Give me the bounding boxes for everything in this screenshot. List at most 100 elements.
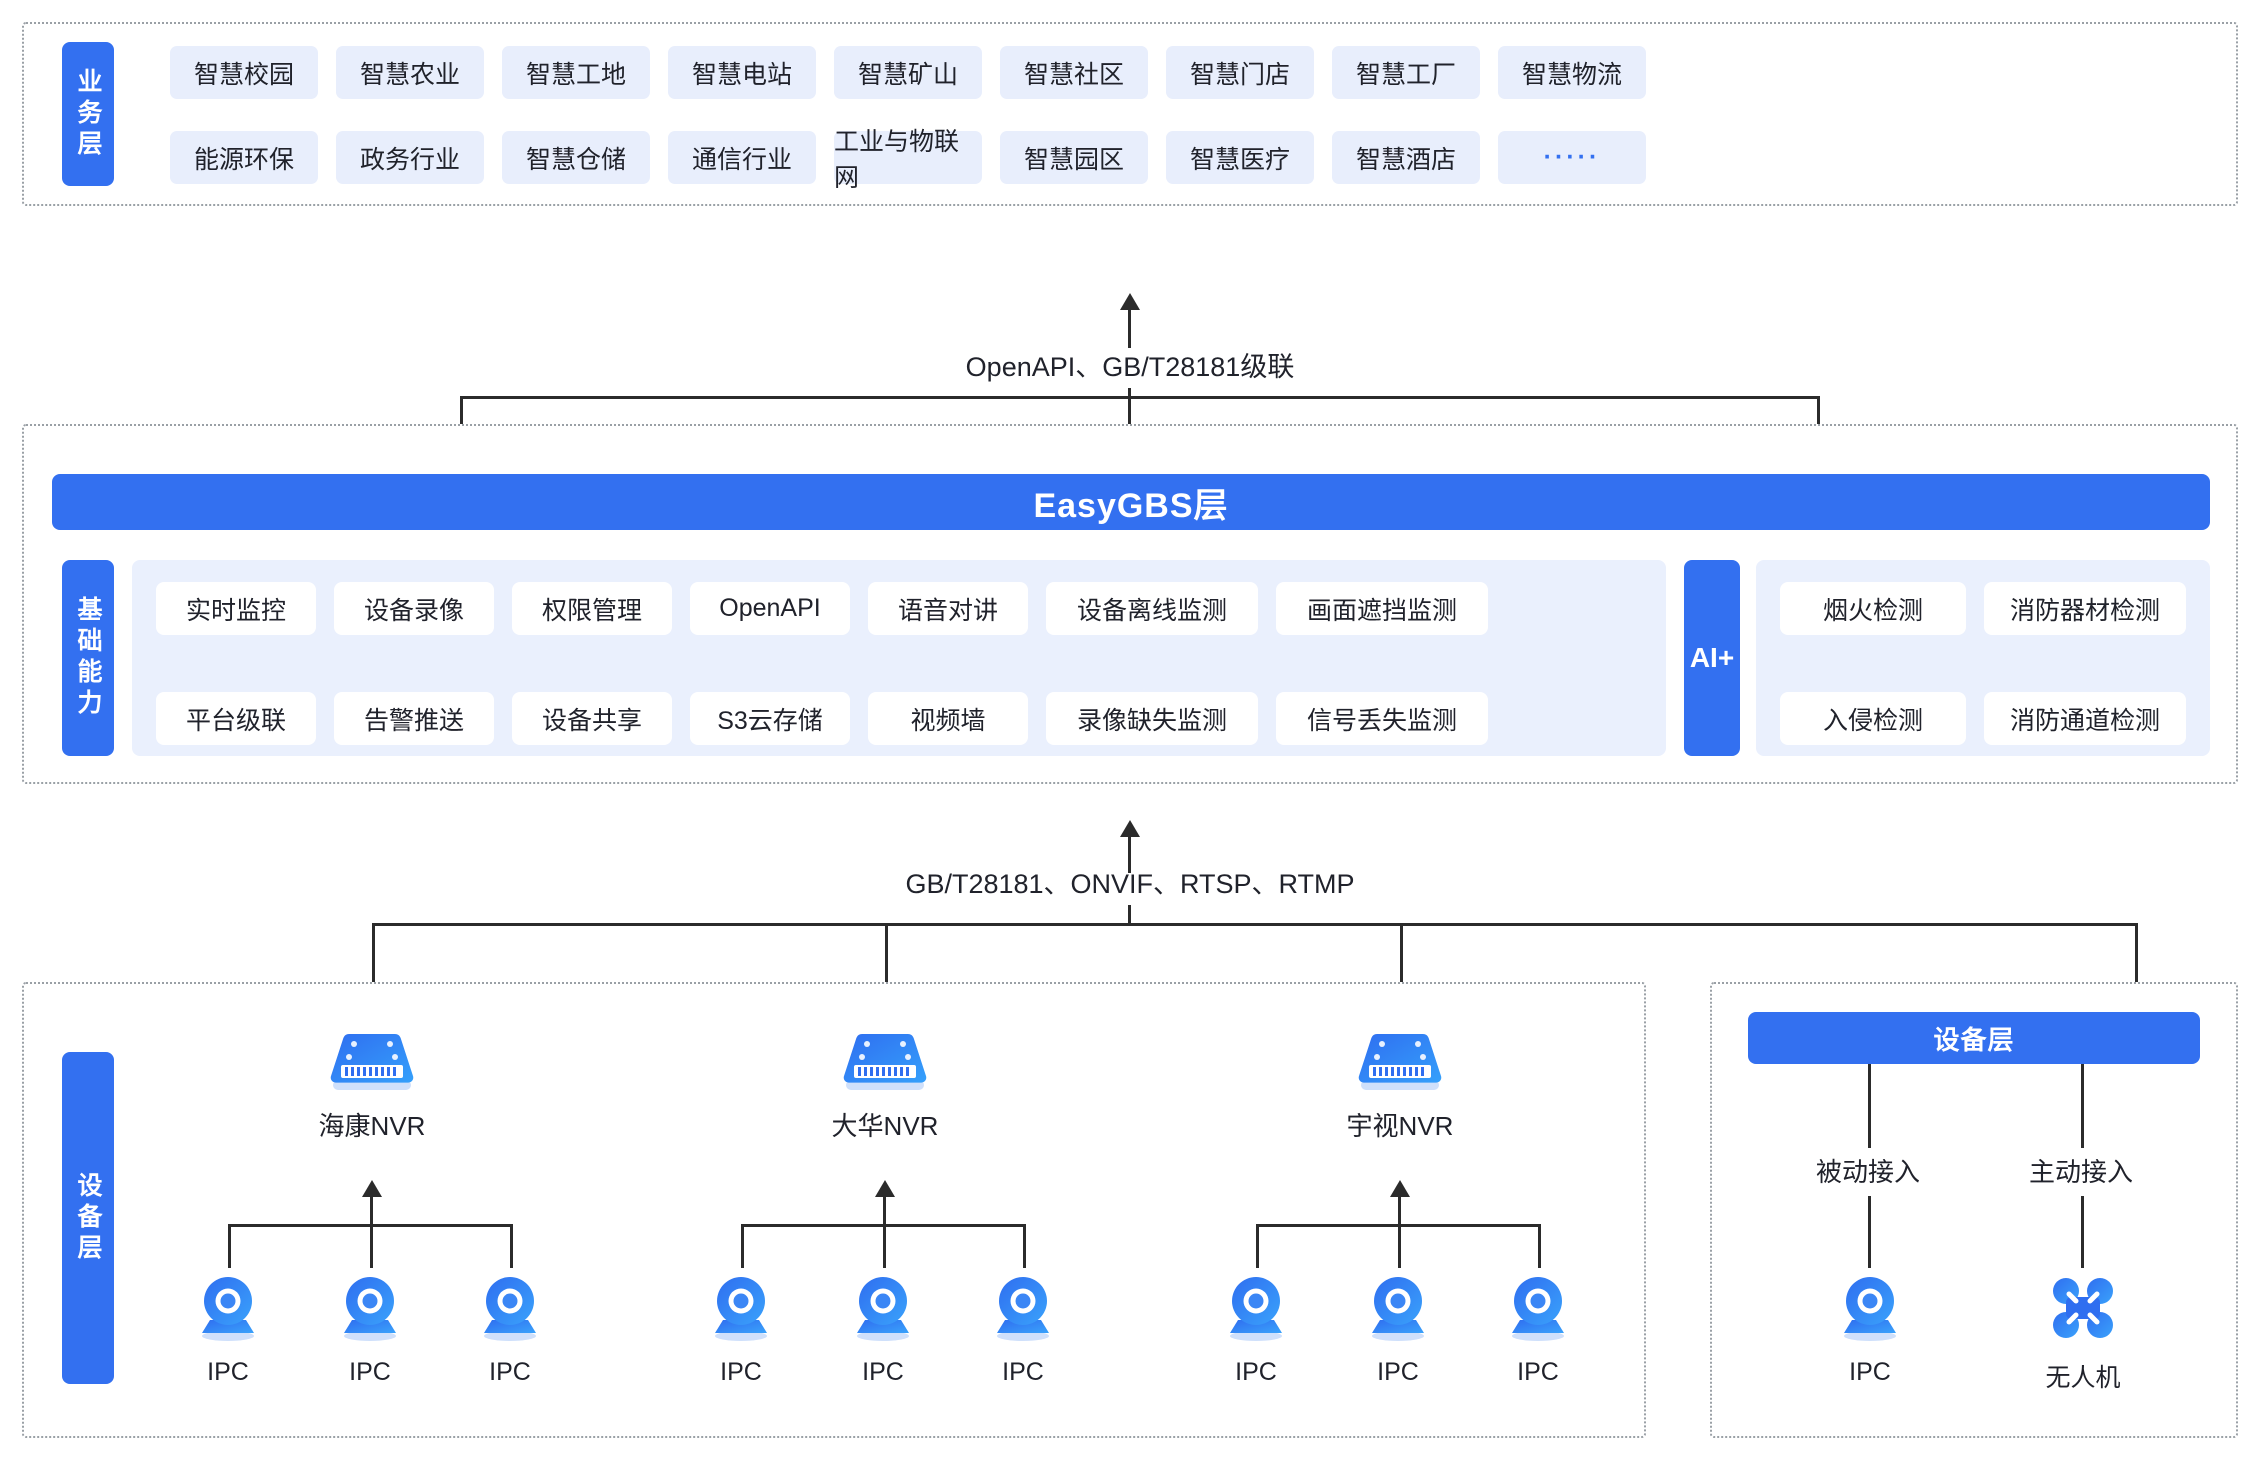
nvr-label: 宇视NVR [1346, 1111, 1454, 1141]
business-chip[interactable]: 智慧酒店 [1332, 131, 1480, 184]
ai-row-1: 烟火检测 消防器材检测 [1780, 582, 2186, 635]
ipc-drop-uni-3 [1538, 1224, 1541, 1268]
ipc-arrow-uniview [1390, 1180, 1410, 1197]
capabilities-row-1: 实时监控 设备录像 权限管理 OpenAPI 语音对讲 设备离线监测 画面遮挡监… [156, 582, 1488, 635]
business-chip[interactable]: 智慧仓储 [502, 131, 650, 184]
nvr-node-hikvision[interactable]: 海康NVR [300, 1030, 444, 1143]
ipc-label: IPC [207, 1358, 249, 1386]
device-layer-left-label: 设备层 [62, 1052, 114, 1384]
device-layer-right-band: 设备层 [1748, 1012, 2200, 1064]
active-branch-line-bottom [2081, 1196, 2084, 1268]
camera-icon [715, 1277, 767, 1341]
business-chip[interactable]: 智慧物流 [1498, 46, 1646, 99]
capability-chip[interactable]: 录像缺失监测 [1046, 692, 1258, 745]
nvr-node-uniview[interactable]: 宇视NVR [1328, 1030, 1472, 1143]
ipc-stem-hikvision [370, 1196, 373, 1226]
nvr-node-dahua[interactable]: 大华NVR [813, 1030, 957, 1143]
ipc-drop-uni-1 [1256, 1224, 1259, 1268]
ai-plus-label: AI+ [1684, 560, 1740, 756]
ipc-drop-hik-3 [510, 1224, 513, 1268]
capability-chip[interactable]: 画面遮挡监测 [1276, 582, 1488, 635]
capability-chip[interactable]: S3云存储 [690, 692, 850, 745]
capability-chip[interactable]: 实时监控 [156, 582, 316, 635]
ipc-stem-uniview [1398, 1196, 1401, 1226]
ipc-drop-dahua-1 [741, 1224, 744, 1268]
ai-capability-chip[interactable]: 消防器材检测 [1984, 582, 2186, 635]
capability-chip[interactable]: 告警推送 [334, 692, 494, 745]
ai-capability-chip[interactable]: 烟火检测 [1780, 582, 1966, 635]
capability-chip[interactable]: 设备共享 [512, 692, 672, 745]
capability-chip[interactable]: 信号丢失监测 [1276, 692, 1488, 745]
device-branch-right-panel [2135, 923, 2138, 1023]
camera-icon [344, 1277, 396, 1341]
business-chip[interactable]: 智慧门店 [1166, 46, 1314, 99]
ai-capability-chip[interactable]: 入侵检测 [1780, 692, 1966, 745]
nvr-icon [843, 1034, 927, 1090]
nvr-label: 大华NVR [831, 1111, 939, 1141]
ipc-node[interactable]: IPC [833, 1272, 933, 1387]
camera-icon [1844, 1277, 1896, 1341]
business-chip[interactable]: 政务行业 [336, 131, 484, 184]
ipc-node[interactable]: IPC [1206, 1272, 1306, 1387]
ipc-label: IPC [720, 1358, 762, 1386]
ipc-stem-dahua [883, 1196, 886, 1226]
ipc-node-passive[interactable]: IPC [1820, 1272, 1920, 1387]
easygbs-layer-title: EasyGBS层 [1033, 486, 1229, 525]
camera-icon [1512, 1277, 1564, 1341]
connector-bus-top [460, 396, 1820, 399]
drone-icon [2053, 1278, 2113, 1338]
capability-layer-label-text: 基础能力 [74, 596, 102, 720]
business-chip[interactable]: 智慧矿山 [834, 46, 982, 99]
capability-chip[interactable]: 设备录像 [334, 582, 494, 635]
ipc-node[interactable]: IPC [320, 1272, 420, 1387]
capability-chip[interactable]: OpenAPI [690, 582, 850, 635]
business-chip[interactable]: 智慧工厂 [1332, 46, 1480, 99]
ipc-node[interactable]: IPC [1348, 1272, 1448, 1387]
ipc-node[interactable]: IPC [973, 1272, 1073, 1387]
device-branch-hik [372, 923, 375, 1023]
ai-capability-chip[interactable]: 消防通道检测 [1984, 692, 2186, 745]
capability-chip[interactable]: 语音对讲 [868, 582, 1028, 635]
ipc-drop-hik-1 [228, 1224, 231, 1268]
connector-label-bottom: GB/T28181、ONVIF、RTSP、RTMP [905, 869, 1355, 899]
camera-icon [1230, 1277, 1282, 1341]
connector-bus-bottom [372, 923, 2138, 926]
ipc-node[interactable]: IPC [460, 1272, 560, 1387]
ipc-arrow-hikvision [362, 1180, 382, 1197]
capability-chip[interactable]: 权限管理 [512, 582, 672, 635]
easygbs-layer-band: EasyGBS层 [52, 474, 2210, 530]
drone-node[interactable]: 无人机 [2033, 1272, 2133, 1394]
business-chip[interactable]: 智慧园区 [1000, 131, 1148, 184]
business-chip[interactable]: 智慧农业 [336, 46, 484, 99]
business-chip[interactable]: 能源环保 [170, 131, 318, 184]
ipc-node[interactable]: IPC [691, 1272, 791, 1387]
business-chip[interactable]: 智慧校园 [170, 46, 318, 99]
ipc-node[interactable]: IPC [1488, 1272, 1588, 1387]
business-chip[interactable]: 智慧电站 [668, 46, 816, 99]
ipc-drop-dahua-2 [883, 1224, 886, 1268]
business-chip[interactable]: 智慧社区 [1000, 46, 1148, 99]
camera-icon [202, 1277, 254, 1341]
capability-chip[interactable]: 设备离线监测 [1046, 582, 1258, 635]
business-chip[interactable]: 工业与物联网 [834, 128, 982, 192]
ipc-label: IPC [489, 1358, 531, 1386]
capability-chip[interactable]: 视频墙 [868, 692, 1028, 745]
ipc-node[interactable]: IPC [178, 1272, 278, 1387]
nvr-icon [330, 1034, 414, 1090]
business-chip[interactable]: 智慧工地 [502, 46, 650, 99]
capability-chip[interactable]: 平台级联 [156, 692, 316, 745]
ipc-label: IPC [1235, 1358, 1277, 1386]
business-chip[interactable]: 通信行业 [668, 131, 816, 184]
business-chip[interactable]: 智慧医疗 [1166, 131, 1314, 184]
ipc-label: IPC [349, 1358, 391, 1386]
ipc-drop-dahua-3 [1023, 1224, 1026, 1268]
connector-label-top: OpenAPI、GB/T28181级联 [965, 352, 1295, 382]
passive-branch-line-top [1868, 1064, 1871, 1148]
active-branch-line-top [2081, 1064, 2084, 1148]
business-chip-more[interactable]: ····· [1498, 131, 1646, 184]
ipc-label: IPC [862, 1358, 904, 1386]
ipc-arrow-dahua [875, 1180, 895, 1197]
connector-arrow-top [1120, 293, 1140, 310]
business-layer-label: 业务层 [62, 42, 114, 186]
